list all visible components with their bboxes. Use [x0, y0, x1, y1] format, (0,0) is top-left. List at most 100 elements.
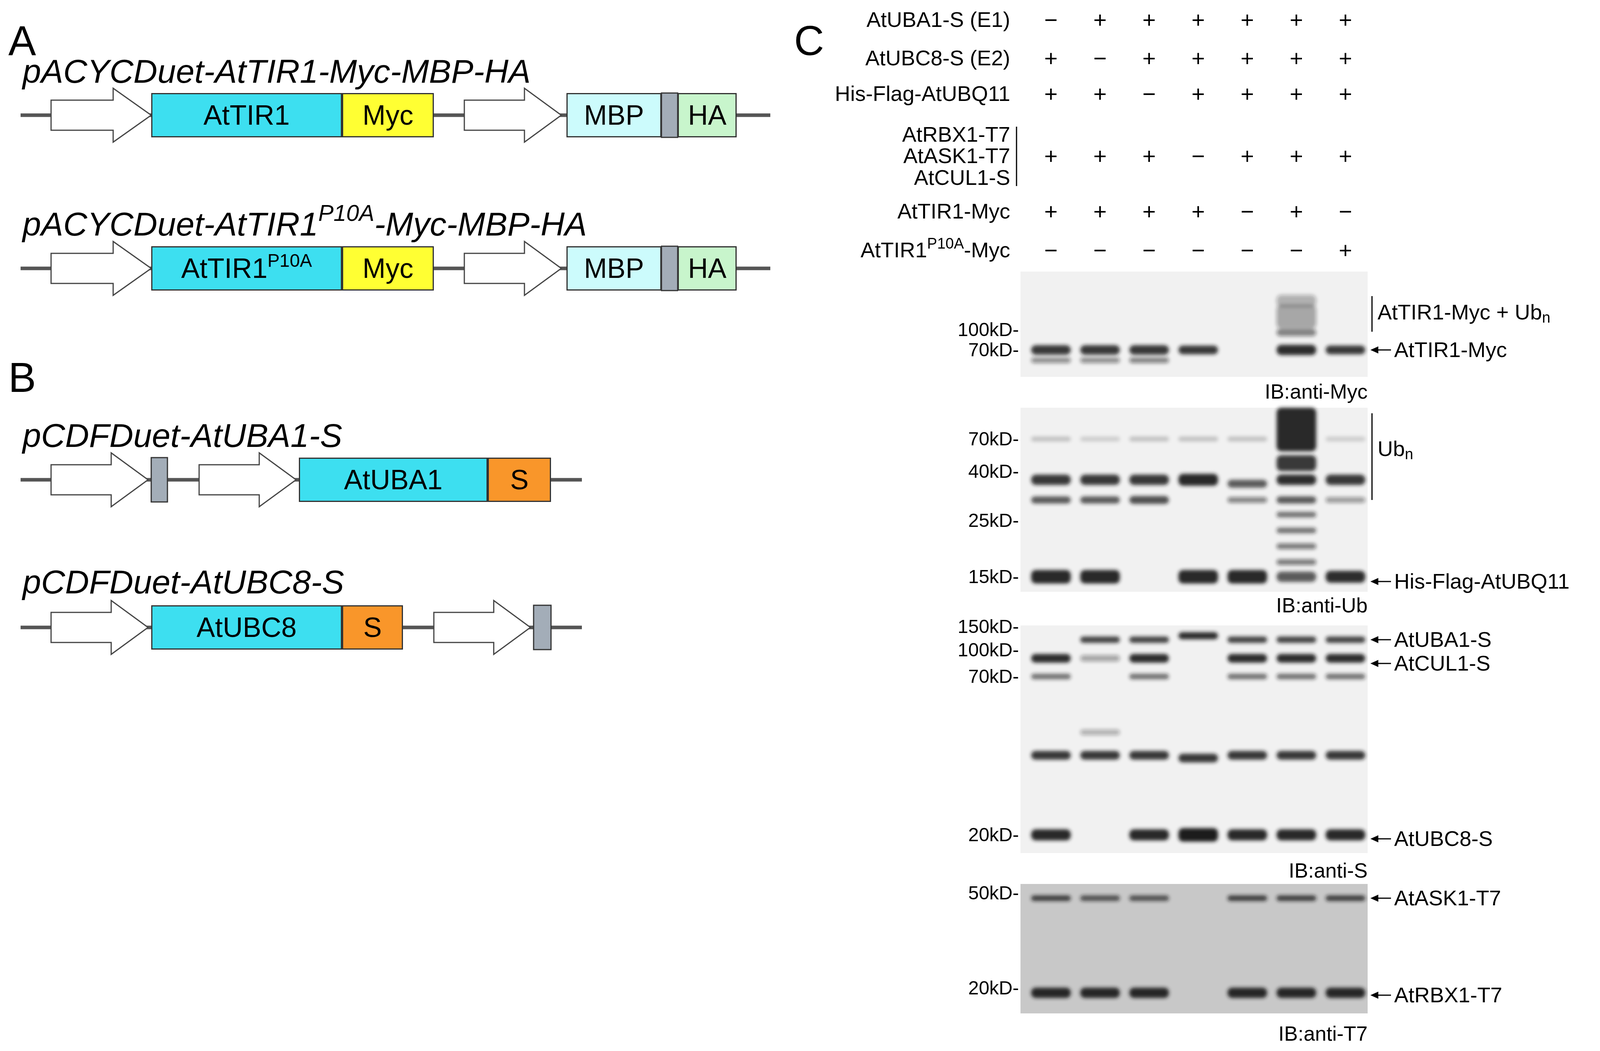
plasmid-name: pCDFDuet-AtUBA1-S: [22, 417, 343, 454]
protein-band: [1227, 653, 1268, 663]
band-group: [1031, 632, 1366, 842]
segment-label: MBP: [583, 101, 645, 130]
presence-sign: −: [1044, 7, 1058, 33]
presence-sign: +: [1044, 45, 1058, 71]
protein-band: [1129, 345, 1169, 355]
construct-segment: AtTIR1: [151, 93, 343, 138]
presence-sign: +: [1191, 7, 1205, 33]
presence-sign: +: [1142, 198, 1156, 225]
size-marker: 50kD-: [968, 882, 1019, 904]
construct-segment: HA: [677, 93, 737, 138]
protein-band: [1227, 829, 1268, 841]
row-header: -Myc: [963, 238, 1011, 262]
presence-sign: +: [1240, 7, 1255, 33]
band-label: AtASK1-T7: [1394, 886, 1502, 910]
segment-label: S: [363, 613, 382, 642]
construct-segment: S: [342, 605, 403, 650]
row-header: AtUBA1-S (E1): [866, 7, 1011, 32]
protein-band: [1227, 750, 1268, 760]
row-header: AtRBX1-T7: [902, 122, 1011, 147]
protein-band: [1080, 636, 1120, 643]
protein-band: [1276, 559, 1317, 565]
protein-band: [1276, 987, 1317, 998]
protein-band: [1129, 357, 1169, 363]
presence-sign: +: [1338, 81, 1353, 107]
protein-band: [1080, 436, 1120, 442]
presence-sign: +: [1289, 7, 1304, 33]
protein-band: [1325, 636, 1366, 643]
construct-segment: S: [487, 457, 552, 502]
protein-band: [1129, 750, 1169, 760]
plasmid-name: pCDFDuet-AtUBC8-S: [22, 563, 344, 601]
segment-label: S: [510, 465, 529, 494]
protein-band: [1325, 750, 1366, 760]
protein-band: [1080, 570, 1120, 584]
pointer-head: [1370, 991, 1379, 999]
protein-band: [1178, 828, 1219, 842]
blot-membrane: [1020, 625, 1368, 854]
presence-sign: +: [1191, 81, 1205, 107]
protein-band: [1276, 407, 1317, 452]
protein-band: [1325, 570, 1366, 583]
band-label: AtRBX1-T7: [1394, 983, 1503, 1007]
presence-sign: +: [1289, 143, 1304, 169]
row-header: AtASK1-T7: [903, 144, 1011, 168]
protein-band: [1178, 473, 1219, 486]
presence-sign: −: [1338, 198, 1353, 225]
size-marker: 15kD-: [968, 566, 1019, 588]
protein-band: [1080, 987, 1120, 998]
mutation-superscript: P10A: [267, 251, 313, 270]
presence-sign: +: [1289, 198, 1304, 225]
segment-label: HA: [687, 101, 727, 130]
mutation-superscript: P10A: [927, 235, 964, 253]
presence-sign: −: [1142, 81, 1156, 107]
promoter-arrow: [51, 452, 149, 507]
protein-band: [1031, 436, 1071, 442]
protein-band: [1227, 987, 1268, 998]
size-marker: 20kD-: [968, 977, 1019, 999]
protein-band: [1325, 345, 1366, 355]
pointer-head: [1370, 835, 1379, 843]
protein-band: [1276, 328, 1317, 337]
protein-band: [1276, 304, 1317, 329]
protein-band: [1276, 571, 1317, 582]
panel-letter: B: [8, 354, 37, 401]
segment-label: AtTIR1: [203, 101, 290, 130]
blot-antibody: IB:anti-S: [1288, 859, 1368, 882]
size-marker: 40kD-: [968, 461, 1019, 483]
protein-band: [1031, 829, 1071, 841]
presence-sign: +: [1044, 198, 1058, 225]
promoter-arrow: [51, 600, 149, 655]
protein-band: [1031, 673, 1071, 680]
protein-band: [1031, 987, 1071, 998]
protein-band: [1080, 655, 1120, 662]
promoter-arrow: [464, 88, 562, 143]
protein-band: [1178, 570, 1219, 584]
size-marker: 100kD-: [957, 319, 1019, 341]
band-label: AtTIR1-Myc + Ub: [1377, 300, 1543, 324]
protein-band: [1227, 636, 1268, 643]
protein-band: [1325, 436, 1366, 442]
blot-membrane: [1020, 883, 1368, 1014]
protein-band: [1080, 357, 1120, 363]
protein-band: [1227, 895, 1268, 901]
protein-band: [1276, 455, 1317, 472]
presence-sign: −: [1093, 45, 1107, 71]
protein-band: [1031, 570, 1071, 584]
protein-band: [1129, 895, 1169, 901]
protein-band: [1080, 895, 1120, 901]
plasmid-name: pACYCDuet-AtTIR1-Myc-MBP-HA: [22, 53, 531, 90]
presence-sign: −: [1191, 143, 1205, 169]
protein-band: [1178, 753, 1219, 763]
protein-band: [1080, 474, 1120, 485]
band-label: AtTIR1-Myc: [1394, 338, 1507, 362]
linker-box: [661, 246, 678, 291]
pointer-head: [1370, 636, 1379, 644]
plasmid-name: pACYCDuet-AtTIR1: [22, 205, 319, 243]
construct-segment: MBP: [566, 93, 662, 138]
promoter-arrow: [464, 241, 562, 296]
protein-band: [1325, 987, 1366, 998]
protein-band: [1325, 673, 1366, 680]
protein-band: [1129, 495, 1169, 504]
protein-band: [1325, 497, 1366, 503]
